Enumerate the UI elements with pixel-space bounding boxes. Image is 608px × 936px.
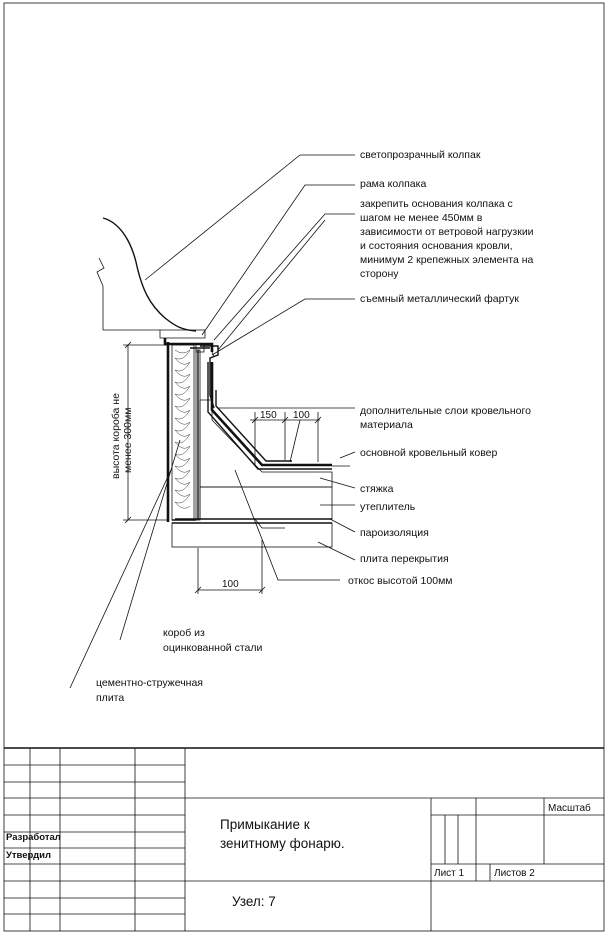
svg-text:менее 300мм: менее 300мм — [122, 408, 134, 473]
label-dome: светопрозрачный колпак — [360, 149, 481, 161]
label-screed: стяжка — [360, 483, 394, 495]
approved-label: Утвердил — [6, 850, 51, 861]
label-apron: съемный металлический фартук — [360, 293, 519, 305]
title-line-2: зенитному фонарю. — [220, 836, 345, 851]
label-fix-3: зависимости от ветровой нагрузкии — [360, 226, 534, 238]
dome-shape — [102, 217, 197, 332]
label-extra-2: материала — [360, 419, 413, 431]
sheet-label: Лист 1 — [434, 868, 465, 879]
dome-frame — [159, 329, 206, 339]
label-box-1: короб из — [163, 627, 205, 639]
floor-slab — [171, 522, 333, 548]
dim-100-bottom: 100 — [222, 579, 239, 590]
svg-text:высота короба не: высота короба не — [110, 393, 122, 479]
dimensions: 150 100 100 — [123, 341, 322, 594]
label-frame: рама колпака — [360, 178, 426, 190]
box-insulation — [171, 344, 195, 521]
label-extra-1: дополнительные слои кровельного — [360, 405, 531, 417]
label-fix-6: сторону — [360, 268, 399, 280]
label-slab: плита перекрытия — [360, 553, 449, 565]
insulation-layer — [199, 486, 333, 520]
label-fix-1: закрепить основания колпака с — [360, 198, 513, 210]
node-label: Узел: 7 — [232, 894, 276, 909]
detail-drawing — [96, 217, 350, 548]
label-fix-4: и состояния основания кровли, — [360, 240, 513, 252]
label-main-carpet: основной кровельный ковер — [360, 447, 498, 459]
leaders — [69, 154, 356, 689]
roofing-carpet — [210, 362, 332, 467]
dim-100-top: 100 — [293, 410, 310, 421]
label-fix-5: минимум 2 крепежных элемента на — [360, 254, 534, 266]
developed-label: Разработал — [6, 832, 61, 843]
height-label: высота короба не менее 300мм — [110, 393, 134, 479]
label-csp-2: плита — [96, 692, 124, 704]
callout-labels: светопрозрачный колпак рама колпака закр… — [96, 149, 534, 704]
scale-label: Масштаб — [548, 802, 591, 814]
break-mark — [96, 257, 105, 287]
metal-apron — [200, 345, 219, 409]
sheet-frame — [3, 2, 605, 932]
label-vapor: пароизоляция — [360, 527, 429, 539]
label-fix-2: шагом не менее 450мм в — [360, 212, 483, 224]
title-line-1: Примыкание к — [220, 817, 310, 832]
dim-150: 150 — [260, 410, 277, 421]
label-slope: откос высотой 100мм — [348, 575, 453, 587]
title-block: Разработал Утвердил Примыкание к зенитно… — [4, 747, 604, 931]
label-csp-1: цементно-стружечная — [96, 677, 203, 689]
label-insulation: утеплитель — [360, 501, 416, 513]
label-box-2: оцинкованной стали — [163, 642, 262, 654]
sheets-label: Листов 2 — [494, 868, 535, 879]
